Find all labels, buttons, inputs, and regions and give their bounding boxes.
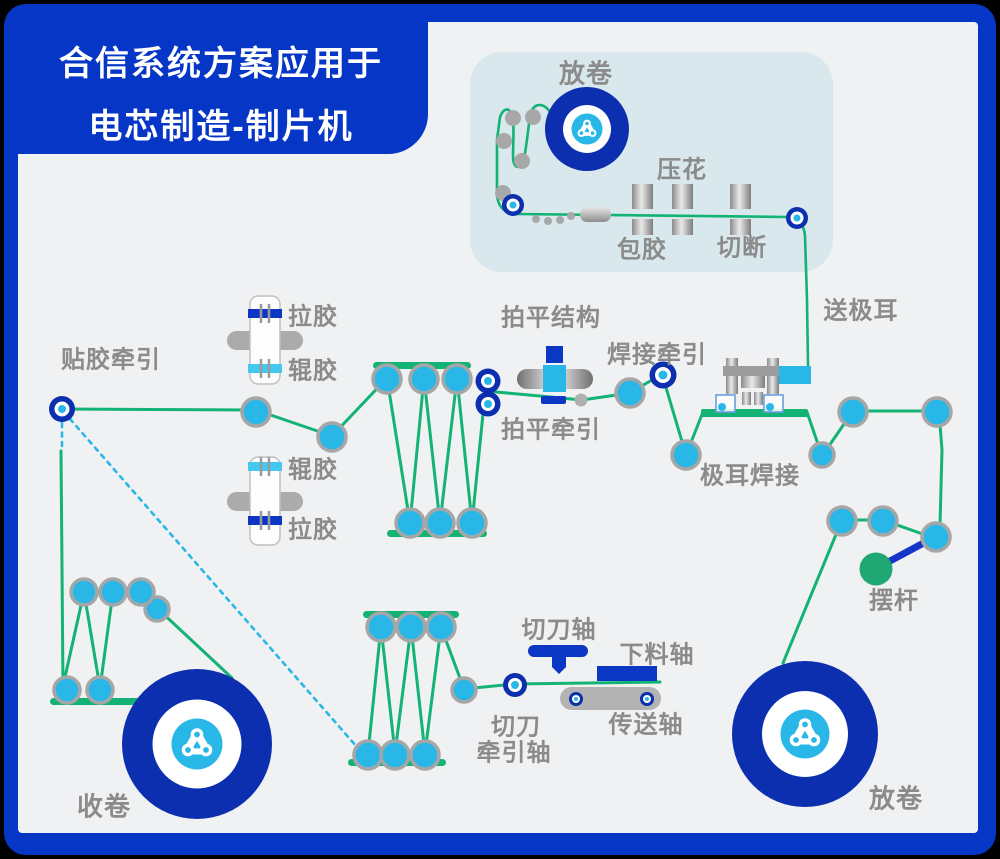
label-rewind: 收卷: [76, 791, 132, 822]
label-unwind-bottom: 放卷: [868, 783, 924, 814]
label-wrapping: 包胶: [617, 236, 667, 264]
label-cutter-shaft: 切刀轴: [521, 616, 597, 644]
label-unwind-top: 放卷: [558, 58, 614, 89]
label-tab-welding: 极耳焊接: [700, 462, 800, 490]
banner-line2: 电芯制造-制片机: [88, 108, 354, 146]
label-tab-feed: 送极耳: [823, 297, 899, 325]
label-flatten-traction: 拍平牵引: [501, 416, 601, 444]
label-welding-traction: 焊接牵引: [607, 341, 707, 369]
label-cutter-traction-1: 切刀: [491, 713, 541, 741]
label-cutter-traction-2: 牵引轴: [476, 739, 552, 767]
banner-line1: 合信系统方案应用于: [59, 45, 383, 83]
label-embossing: 压花: [657, 156, 707, 184]
label-tape-pull-bottom: 拉胶: [288, 516, 338, 544]
label-taping-traction: 贴胶牵引: [61, 346, 161, 374]
label-tape-roll-bottom: 辊胶: [288, 456, 338, 484]
label-flatten-structure: 拍平结构: [501, 304, 601, 332]
label-unload-shaft: 下料轴: [619, 641, 695, 669]
title-banner: 合信系统方案应用于 电芯制造-制片机: [14, 14, 428, 154]
label-conveyor-shaft: 传送轴: [608, 711, 684, 739]
label-tape-pull-top: 拉胶: [288, 303, 338, 331]
label-cutting: 切断: [717, 234, 767, 262]
label-swing-rod: 摆杆: [869, 587, 919, 615]
label-tape-roll-top: 辊胶: [288, 357, 338, 385]
